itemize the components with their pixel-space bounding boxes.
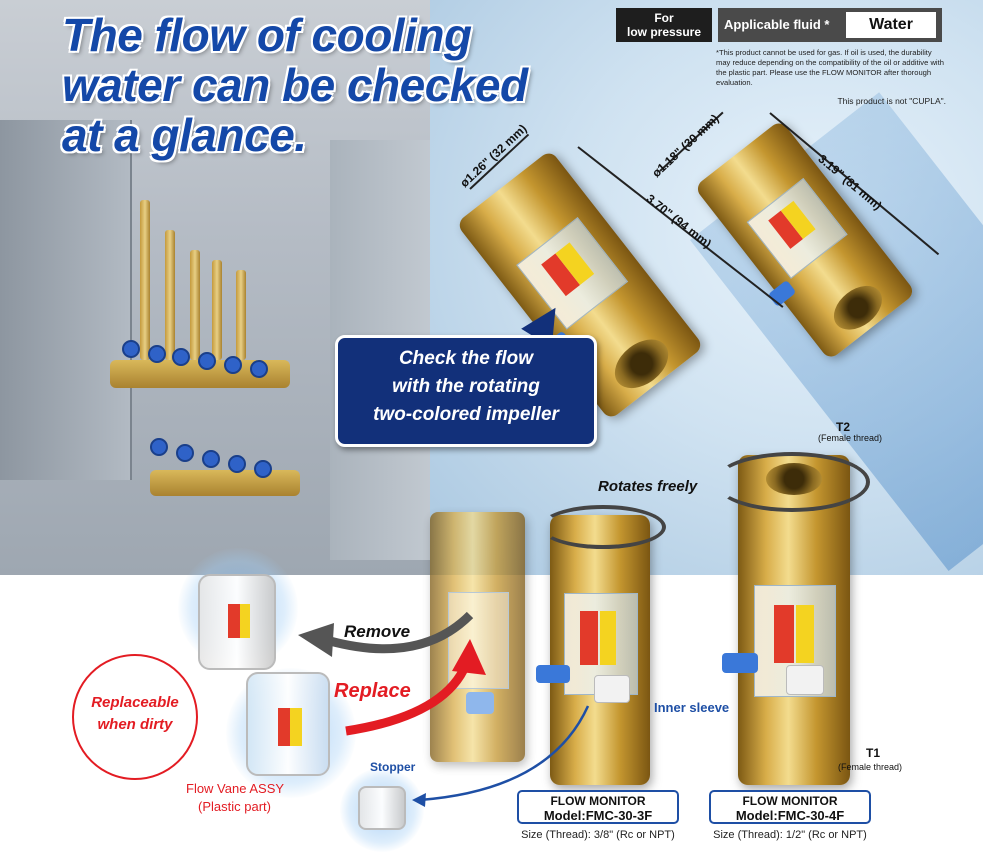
replace-label: Replace (334, 680, 411, 702)
pipe (212, 260, 222, 360)
low-pressure-badge: For low pressure (616, 8, 712, 42)
remove-arrow-icon (298, 611, 474, 657)
valve-icon (148, 345, 166, 363)
headline-line-2: water can be checked (62, 59, 528, 111)
stopper-icon (466, 692, 494, 714)
valve-icon (254, 460, 272, 478)
model-size: Size (Thread): 3/8" (Rc or NPT) (521, 829, 675, 841)
stopper-label: Stopper (370, 760, 416, 774)
rotation-arrow-icon (714, 452, 870, 512)
model-box-fmc-30-4f: FLOW MONITOR Model:FMC-30-4F (709, 790, 871, 824)
t1-sublabel: (Female thread) (838, 762, 903, 772)
headline-line-3: at a glance. (62, 109, 307, 161)
pipe (165, 230, 175, 360)
stopper-clip (786, 665, 824, 695)
pipe (140, 200, 150, 360)
applicable-fluid-label: Applicable fluid * (724, 17, 830, 32)
impeller-red-blade (278, 708, 290, 746)
manifold-lower (150, 470, 300, 496)
inner-sleeve-label: Inner sleeve (654, 700, 730, 715)
callout-line-1: Check the flow (398, 348, 534, 369)
t1-label: T1 (866, 746, 881, 760)
low-pressure-badge-line-2: low pressure (626, 25, 702, 39)
flow-vane-label-line-2: (Plastic part) (198, 799, 271, 814)
applicable-fluid-value: Water (846, 12, 936, 38)
gas-disclaimer: *This product cannot be used for gas. If… (716, 48, 944, 87)
model-size: Size (Thread): 1/2" (Rc or NPT) (713, 829, 867, 841)
pipe (236, 270, 246, 360)
model-title: FLOW MONITOR (742, 794, 838, 808)
model-number: Model:FMC-30-3F (543, 808, 653, 823)
stopper-clip (594, 675, 630, 703)
valve-icon (176, 444, 194, 462)
t2-sublabel: (Female thread) (818, 433, 883, 443)
valve-icon (228, 455, 246, 473)
impeller-yellow-blade (600, 611, 616, 665)
valve-icon (198, 352, 216, 370)
pipe (190, 250, 200, 360)
impeller-red-blade (580, 611, 598, 665)
t2-label: T2 (836, 420, 851, 434)
stopper-arrow-icon (412, 705, 590, 807)
valve-icon (172, 348, 190, 366)
not-cupla-note: This product is not "CUPLA". (837, 96, 946, 106)
impeller-yellow-blade (290, 708, 302, 746)
stopper-icon (536, 665, 570, 683)
impeller-yellow-blade (796, 605, 814, 663)
stopper-icon (722, 653, 758, 673)
callout-line-3: two-colored impeller (373, 404, 559, 425)
replaceable-line-1: Replaceable (91, 694, 179, 711)
replaceable-badge: Replaceable when dirty (72, 654, 198, 780)
flow-vane-removed (198, 574, 276, 670)
remove-label: Remove (344, 622, 411, 641)
applicable-fluid-badge: Applicable fluid * Water (718, 8, 942, 42)
valve-icon (202, 450, 220, 468)
valve-icon (150, 438, 168, 456)
model-box-fmc-30-3f: FLOW MONITOR Model:FMC-30-3F (517, 790, 679, 824)
callout-line-2: with the rotating (392, 376, 540, 397)
impeller-red-blade (228, 604, 240, 638)
headline-line-1: The flow of cooling (62, 9, 472, 61)
rotates-freely-label: Rotates freely (598, 478, 698, 495)
valve-icon (250, 360, 268, 378)
flow-vane-assy (246, 672, 330, 776)
headline: The flow of cooling water can be checked… (62, 10, 582, 160)
rotation-arrow-icon (540, 505, 666, 549)
low-pressure-badge-line-1: For (654, 11, 674, 25)
impeller-yellow-blade (240, 604, 250, 638)
impeller-red-blade (774, 605, 794, 663)
replace-arrow-icon (345, 639, 486, 736)
stopper-part (358, 786, 406, 830)
valve-icon (122, 340, 140, 358)
control-cabinet (0, 120, 132, 480)
flow-vane-label-line-1: Flow Vane ASSY (186, 781, 285, 796)
model-number: Model:FMC-30-4F (735, 808, 845, 823)
model-title: FLOW MONITOR (550, 794, 646, 808)
valve-icon (224, 356, 242, 374)
replaceable-line-2: when dirty (97, 716, 173, 733)
impeller-callout: Check the flow with the rotating two-col… (335, 335, 597, 447)
